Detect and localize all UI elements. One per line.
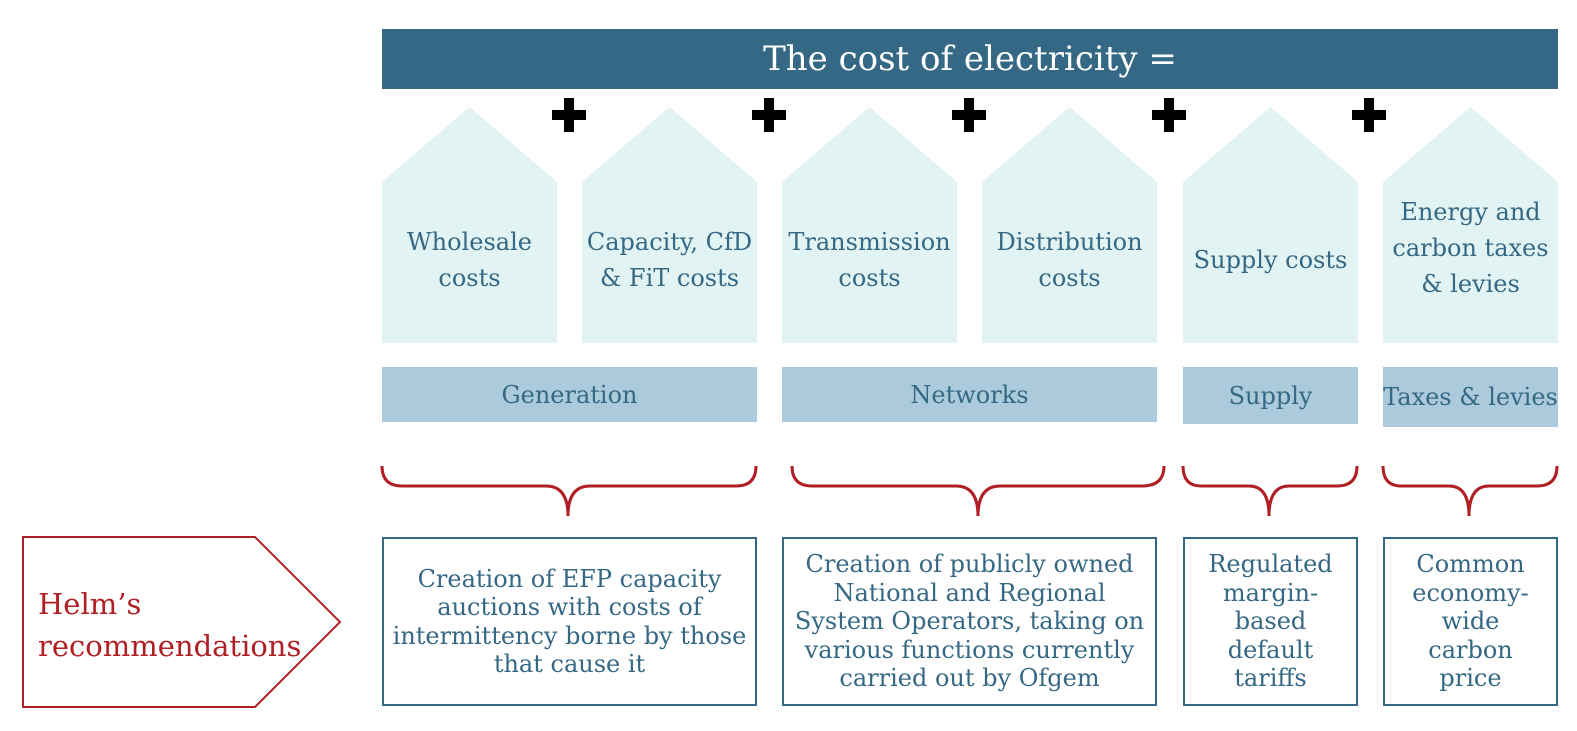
cost-component-transmission: Transmission costs — [782, 107, 957, 343]
cost-component-label: Distribution costs — [996, 228, 1143, 292]
cost-component-label: Capacity, CfD & FiT costs — [586, 228, 753, 292]
cost-component-label: Transmission costs — [788, 228, 951, 292]
recommendations-arrow — [22, 536, 342, 708]
category-supply: Supply — [1183, 367, 1358, 424]
cost-component-label: Supply costs — [1193, 246, 1348, 274]
cost-component-label: Wholesale costs — [407, 228, 532, 292]
plus-sign — [549, 95, 589, 135]
recommendation-taxes: Common economy-wide carbon price — [1383, 537, 1558, 706]
plus-sign — [1349, 95, 1389, 135]
category-generation: Generation — [382, 367, 757, 422]
recommendations-label: Helm’s recommendations — [38, 587, 302, 663]
cost-component-capacity: Capacity, CfD & FiT costs — [582, 107, 757, 343]
diagram-title: The cost of electricity = — [382, 29, 1558, 89]
category-taxes-levies: Taxes & levies — [1383, 367, 1558, 427]
brace-generation — [380, 465, 758, 517]
plus-sign — [1149, 95, 1189, 135]
brace-networks — [790, 465, 1166, 517]
recommendation-networks: Creation of publicly owned National and … — [782, 537, 1157, 706]
cost-component-taxes: Energy and carbon taxes & levies — [1383, 107, 1558, 343]
brace-taxes — [1381, 465, 1559, 517]
cost-component-wholesale: Wholesale costs — [382, 107, 557, 343]
plus-sign — [749, 95, 789, 135]
category-networks: Networks — [782, 367, 1157, 422]
brace-supply — [1181, 465, 1359, 517]
recommendation-generation: Creation of EFP capacity auctions with c… — [382, 537, 757, 706]
cost-component-distribution: Distribution costs — [982, 107, 1157, 343]
cost-component-supply: Supply costs — [1183, 107, 1358, 343]
cost-component-label: Energy and carbon taxes & levies — [1392, 198, 1549, 298]
plus-sign — [949, 95, 989, 135]
recommendation-supply: Regulated margin-based default tariffs — [1183, 537, 1358, 706]
